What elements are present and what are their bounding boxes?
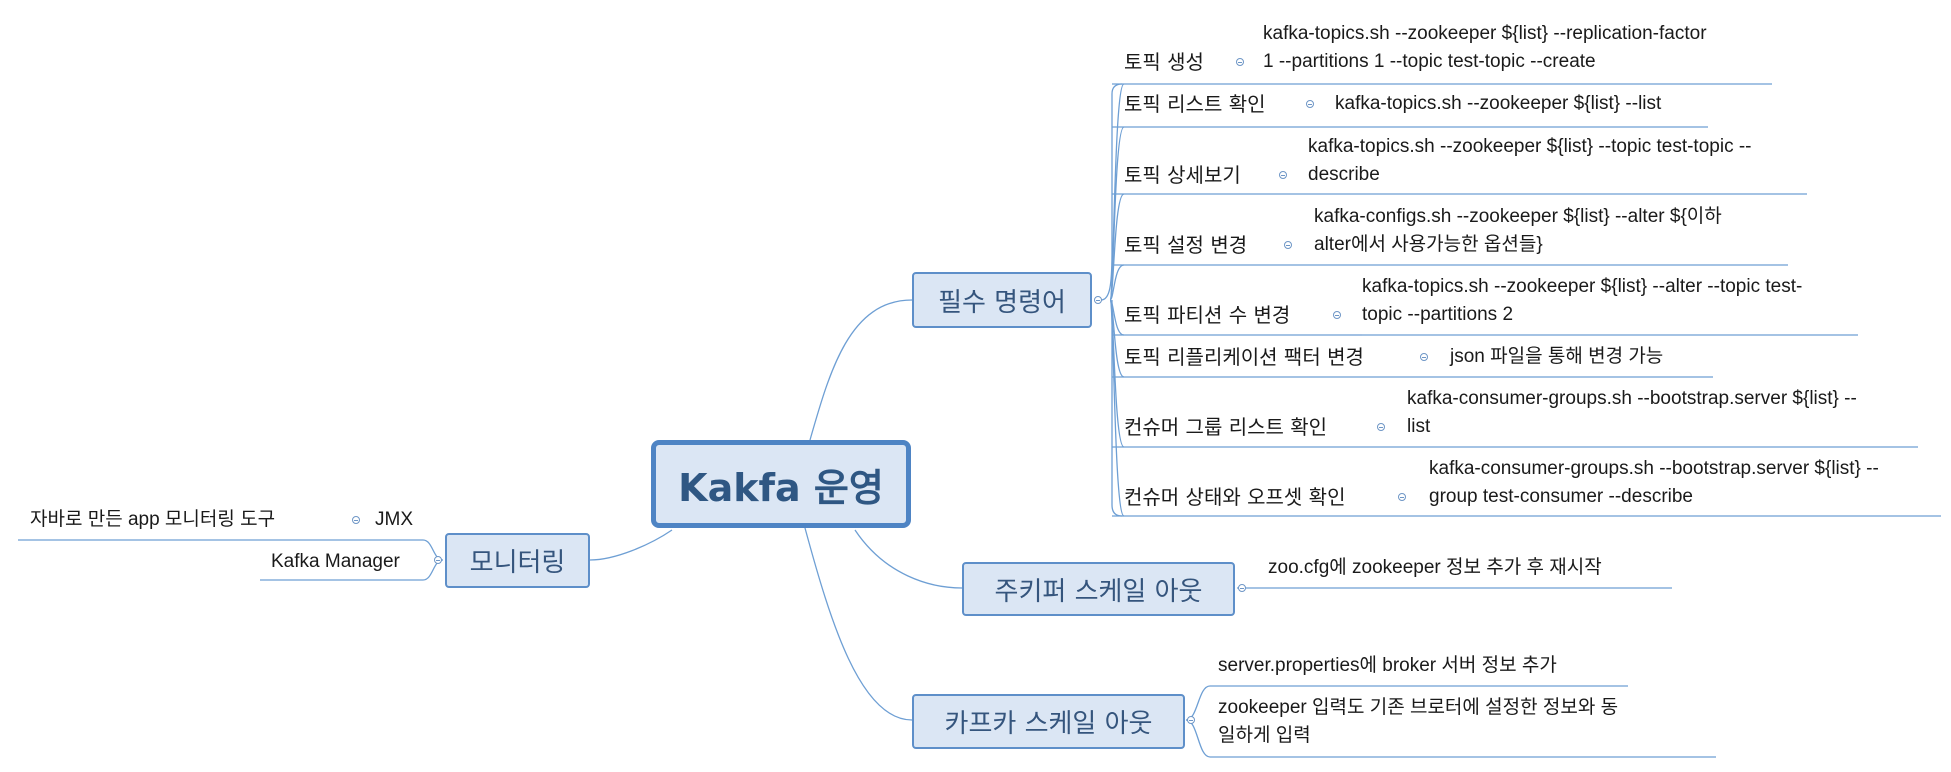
command-detail-line: describe [1308,164,1380,185]
collapse-toggle-icon[interactable] [1377,423,1385,431]
command-detail[interactable]: kafka-topics.sh --zookeeper ${list} --al… [1362,273,1802,329]
branch-node-monitoring[interactable]: 모니터링 [445,533,590,588]
branch-commands-label: 필수 명령어 [938,287,1066,318]
collapse-toggle-icon[interactable] [1236,58,1244,66]
detail-line: zoo.cfg에 zookeeper 정보 추가 후 재시작 [1268,557,1602,578]
collapse-toggle-icon[interactable] [1333,311,1341,319]
root-node-label: Kakfa 운영 [678,465,884,510]
collapse-toggle-icon[interactable] [1187,716,1195,724]
command-detail-line: kafka-topics.sh --zookeeper ${list} --re… [1263,23,1707,44]
collapse-toggle-icon[interactable] [1238,584,1246,592]
topic-node-label[interactable]: 컨슈머 상태와 오프셋 확인 [1124,485,1346,509]
command-detail[interactable]: kafka-topics.sh --zookeeper ${list} --to… [1308,133,1752,189]
command-detail[interactable]: kafka-topics.sh --zookeeper ${list} --li… [1335,90,1661,118]
branch-node-commands[interactable]: 필수 명령어 [912,272,1092,328]
topic-node-label[interactable]: 토픽 상세보기 [1124,163,1241,187]
collapse-toggle-icon[interactable] [1279,171,1287,179]
connector-root-monitoring [589,529,673,561]
command-detail-line: json 파일을 통해 변경 가능 [1450,346,1664,367]
command-detail[interactable]: json 파일을 통해 변경 가능 [1450,343,1663,371]
topic-node-label[interactable]: 토픽 파티션 수 변경 [1124,303,1291,327]
connector-root-zookeeper [854,529,963,589]
collapse-toggle-icon[interactable] [1284,241,1292,249]
command-detail[interactable]: kafka-configs.sh --zookeeper ${list} --a… [1314,203,1722,259]
kafka-scale-detail[interactable]: server.properties에 broker 서버 정보 추가 [1218,652,1557,680]
command-detail-line: kafka-consumer-groups.sh --bootstrap.ser… [1429,458,1879,479]
monitoring-item-detail[interactable]: 자바로 만든 app 모니터링 도구 [30,509,276,530]
command-detail-line: 1 --partitions 1 --topic test-topic --cr… [1263,51,1596,72]
connector-root-commands [809,299,913,441]
collapse-toggle-icon[interactable] [1420,353,1428,361]
topic-node-label[interactable]: 토픽 생성 [1124,50,1204,74]
collapse-toggle-icon[interactable] [434,556,442,564]
command-detail[interactable]: kafka-consumer-groups.sh --bootstrap.ser… [1407,385,1857,441]
command-detail[interactable]: kafka-consumer-groups.sh --bootstrap.ser… [1429,455,1879,511]
command-detail-line: alter에서 사용가능한 옵션들} [1314,234,1543,255]
collapse-toggle-icon[interactable] [1094,296,1102,304]
connector-root-kafka [804,527,913,721]
command-detail-line: topic --partitions 2 [1362,304,1514,325]
command-detail-line: kafka-consumer-groups.sh --bootstrap.ser… [1407,388,1857,409]
detail-line: server.properties에 broker 서버 정보 추가 [1218,655,1557,676]
detail-line: 일하게 입력 [1218,725,1311,746]
root-node[interactable]: Kakfa 운영 [651,440,911,528]
command-detail-line: kafka-topics.sh --zookeeper ${list} --to… [1308,136,1752,157]
branch-zookeeper-scale-label: 주키퍼 스케일 아웃 [994,576,1203,607]
branch-monitoring-label: 모니터링 [469,548,566,578]
topic-node-label[interactable]: 토픽 리스트 확인 [1124,92,1266,116]
zookeeper-scale-detail[interactable]: zoo.cfg에 zookeeper 정보 추가 후 재시작 [1268,554,1602,582]
branch-node-zookeeper-scale[interactable]: 주키퍼 스케일 아웃 [962,562,1235,616]
monitoring-item-label[interactable]: Kafka Manager [271,551,400,572]
collapse-toggle-icon[interactable] [352,516,360,524]
topic-node-label[interactable]: 토픽 설정 변경 [1124,233,1248,257]
branch-node-kafka-scale[interactable]: 카프카 스케일 아웃 [912,694,1185,749]
collapse-toggle-icon[interactable] [1306,100,1314,108]
command-detail-line: kafka-configs.sh --zookeeper ${list} --a… [1314,206,1722,227]
command-detail-line: kafka-topics.sh --zookeeper ${list} --al… [1362,276,1803,297]
kafka-scale-detail[interactable]: zookeeper 입력도 기존 브로터에 설정한 정보와 동 일하게 입력 [1218,694,1618,750]
topic-node-label[interactable]: 컨슈머 그룹 리스트 확인 [1124,415,1328,439]
command-detail-line: group test-consumer --describe [1429,486,1693,507]
branch-kafka-scale-label: 카프카 스케일 아웃 [944,709,1153,739]
command-detail[interactable]: kafka-topics.sh --zookeeper ${list} --re… [1263,20,1707,76]
command-detail-line: kafka-topics.sh --zookeeper ${list} --li… [1335,93,1662,114]
command-detail-line: list [1407,416,1431,437]
topic-node-label[interactable]: 토픽 리플리케이션 팩터 변경 [1124,345,1364,369]
collapse-toggle-icon[interactable] [1398,493,1406,501]
detail-line: zookeeper 입력도 기존 브로터에 설정한 정보와 동 [1218,697,1619,718]
monitoring-item-label[interactable]: JMX [375,509,413,530]
